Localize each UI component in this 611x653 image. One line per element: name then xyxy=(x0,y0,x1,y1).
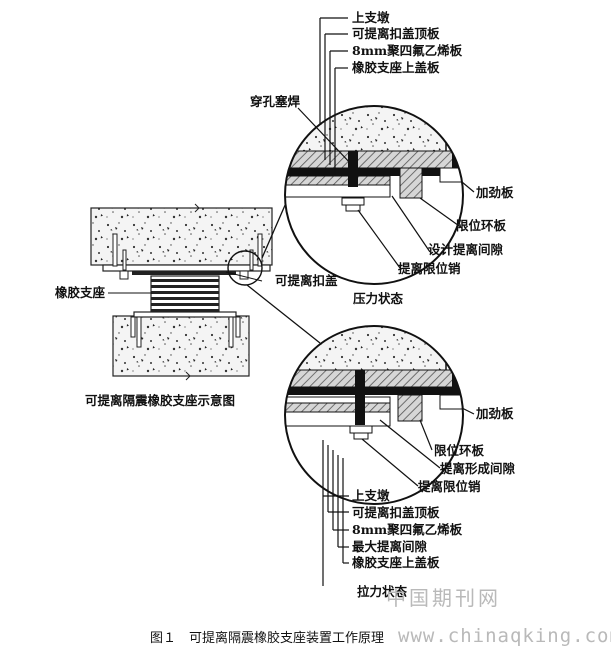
watermark-url: www.chinaqking.com xyxy=(398,625,611,647)
label-bearing-top-plate-2: 橡胶支座上盖板 xyxy=(352,555,440,570)
watermark-cn: 中国期刊网 xyxy=(386,586,501,610)
label-stiffener-top: 加劲板 xyxy=(476,185,514,200)
label-upper-pier: 上支墩 xyxy=(352,10,390,25)
label-tension-state: 拉力状态 xyxy=(357,584,408,599)
label-pressure-state: 压力状态 xyxy=(353,291,404,306)
label-design-gap: 设计提离间隙 xyxy=(428,242,504,257)
label-pin-bottom: 提离限位销 xyxy=(418,479,481,494)
label-plug-weld: 穿孔塞焊 xyxy=(250,94,301,109)
schematic xyxy=(90,203,273,381)
figure-caption: 图１ 可提离隔震橡胶支座装置工作原理 xyxy=(150,631,385,646)
label-ring-top: 限位环板 xyxy=(456,218,507,233)
label-stiffener-bottom: 加劲板 xyxy=(476,406,514,421)
detail-tension-state xyxy=(284,325,464,505)
label-ptfe-plate-2: 8mm聚四氟乙烯板 xyxy=(352,522,463,537)
label-upper-pier-2: 上支墩 xyxy=(352,488,390,503)
label-cover-top-plate: 可提离扣盖顶板 xyxy=(352,26,440,41)
label-ring-bottom: 限位环板 xyxy=(434,443,485,458)
label-ptfe-plate: 8mm聚四氟乙烯板 xyxy=(352,43,463,58)
schematic-title: 可提离隔震橡胶支座示意图 xyxy=(85,393,236,408)
label-formed-gap: 提离形成间隙 xyxy=(440,461,516,476)
label-pin-top: 提离限位销 xyxy=(398,261,461,276)
label-liftable-cover: 可提离扣盖 xyxy=(275,273,338,288)
label-bearing-top-plate: 橡胶支座上盖板 xyxy=(352,60,440,75)
label-rubber-bearing: 橡胶支座 xyxy=(55,285,106,300)
label-max-gap: 最大提离间隙 xyxy=(352,539,428,554)
label-cover-top-plate-2: 可提离扣盖顶板 xyxy=(352,505,440,520)
